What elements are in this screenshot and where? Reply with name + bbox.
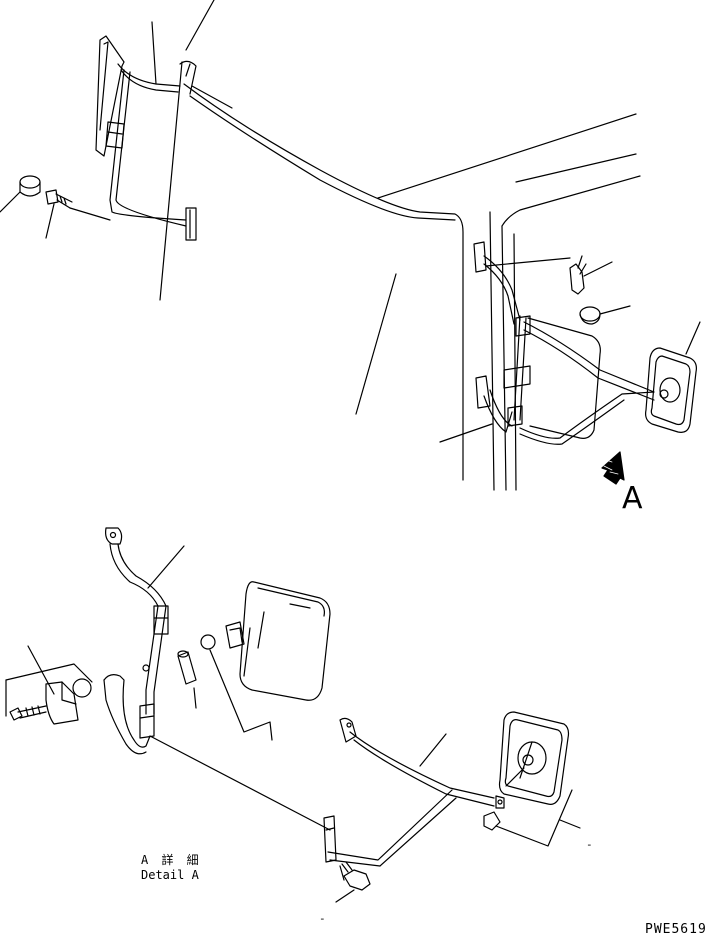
detail-title-japanese: A 詳 細 [141, 853, 202, 867]
view-arrow [602, 452, 624, 484]
detail-a-pin-and-cap [178, 635, 272, 740]
detail-a-tie-line [150, 736, 330, 830]
drawing-code: PWE5619 [645, 922, 707, 937]
detail-title-english: Detail A [141, 868, 199, 882]
detail-a-mirror-back-panel [226, 582, 330, 701]
detail-a-bottom-bolt [336, 862, 370, 902]
detail-a-stay-left [6, 646, 92, 724]
top-right-cab-lines [356, 114, 640, 490]
top-right-mirror-assembly [440, 242, 700, 444]
detail-a-mirror-head [484, 712, 580, 846]
detail-a-mirror-arm [324, 718, 504, 880]
top-left-mirror-bracket [96, 0, 214, 240]
leader-mark: - [586, 838, 593, 851]
detail-a-bracket [104, 528, 184, 754]
leader-mark: - [319, 912, 326, 925]
top-left-bolt-and-cap [0, 176, 110, 238]
top-left-cab-outline [160, 61, 463, 480]
view-callout-label: A [622, 481, 643, 516]
